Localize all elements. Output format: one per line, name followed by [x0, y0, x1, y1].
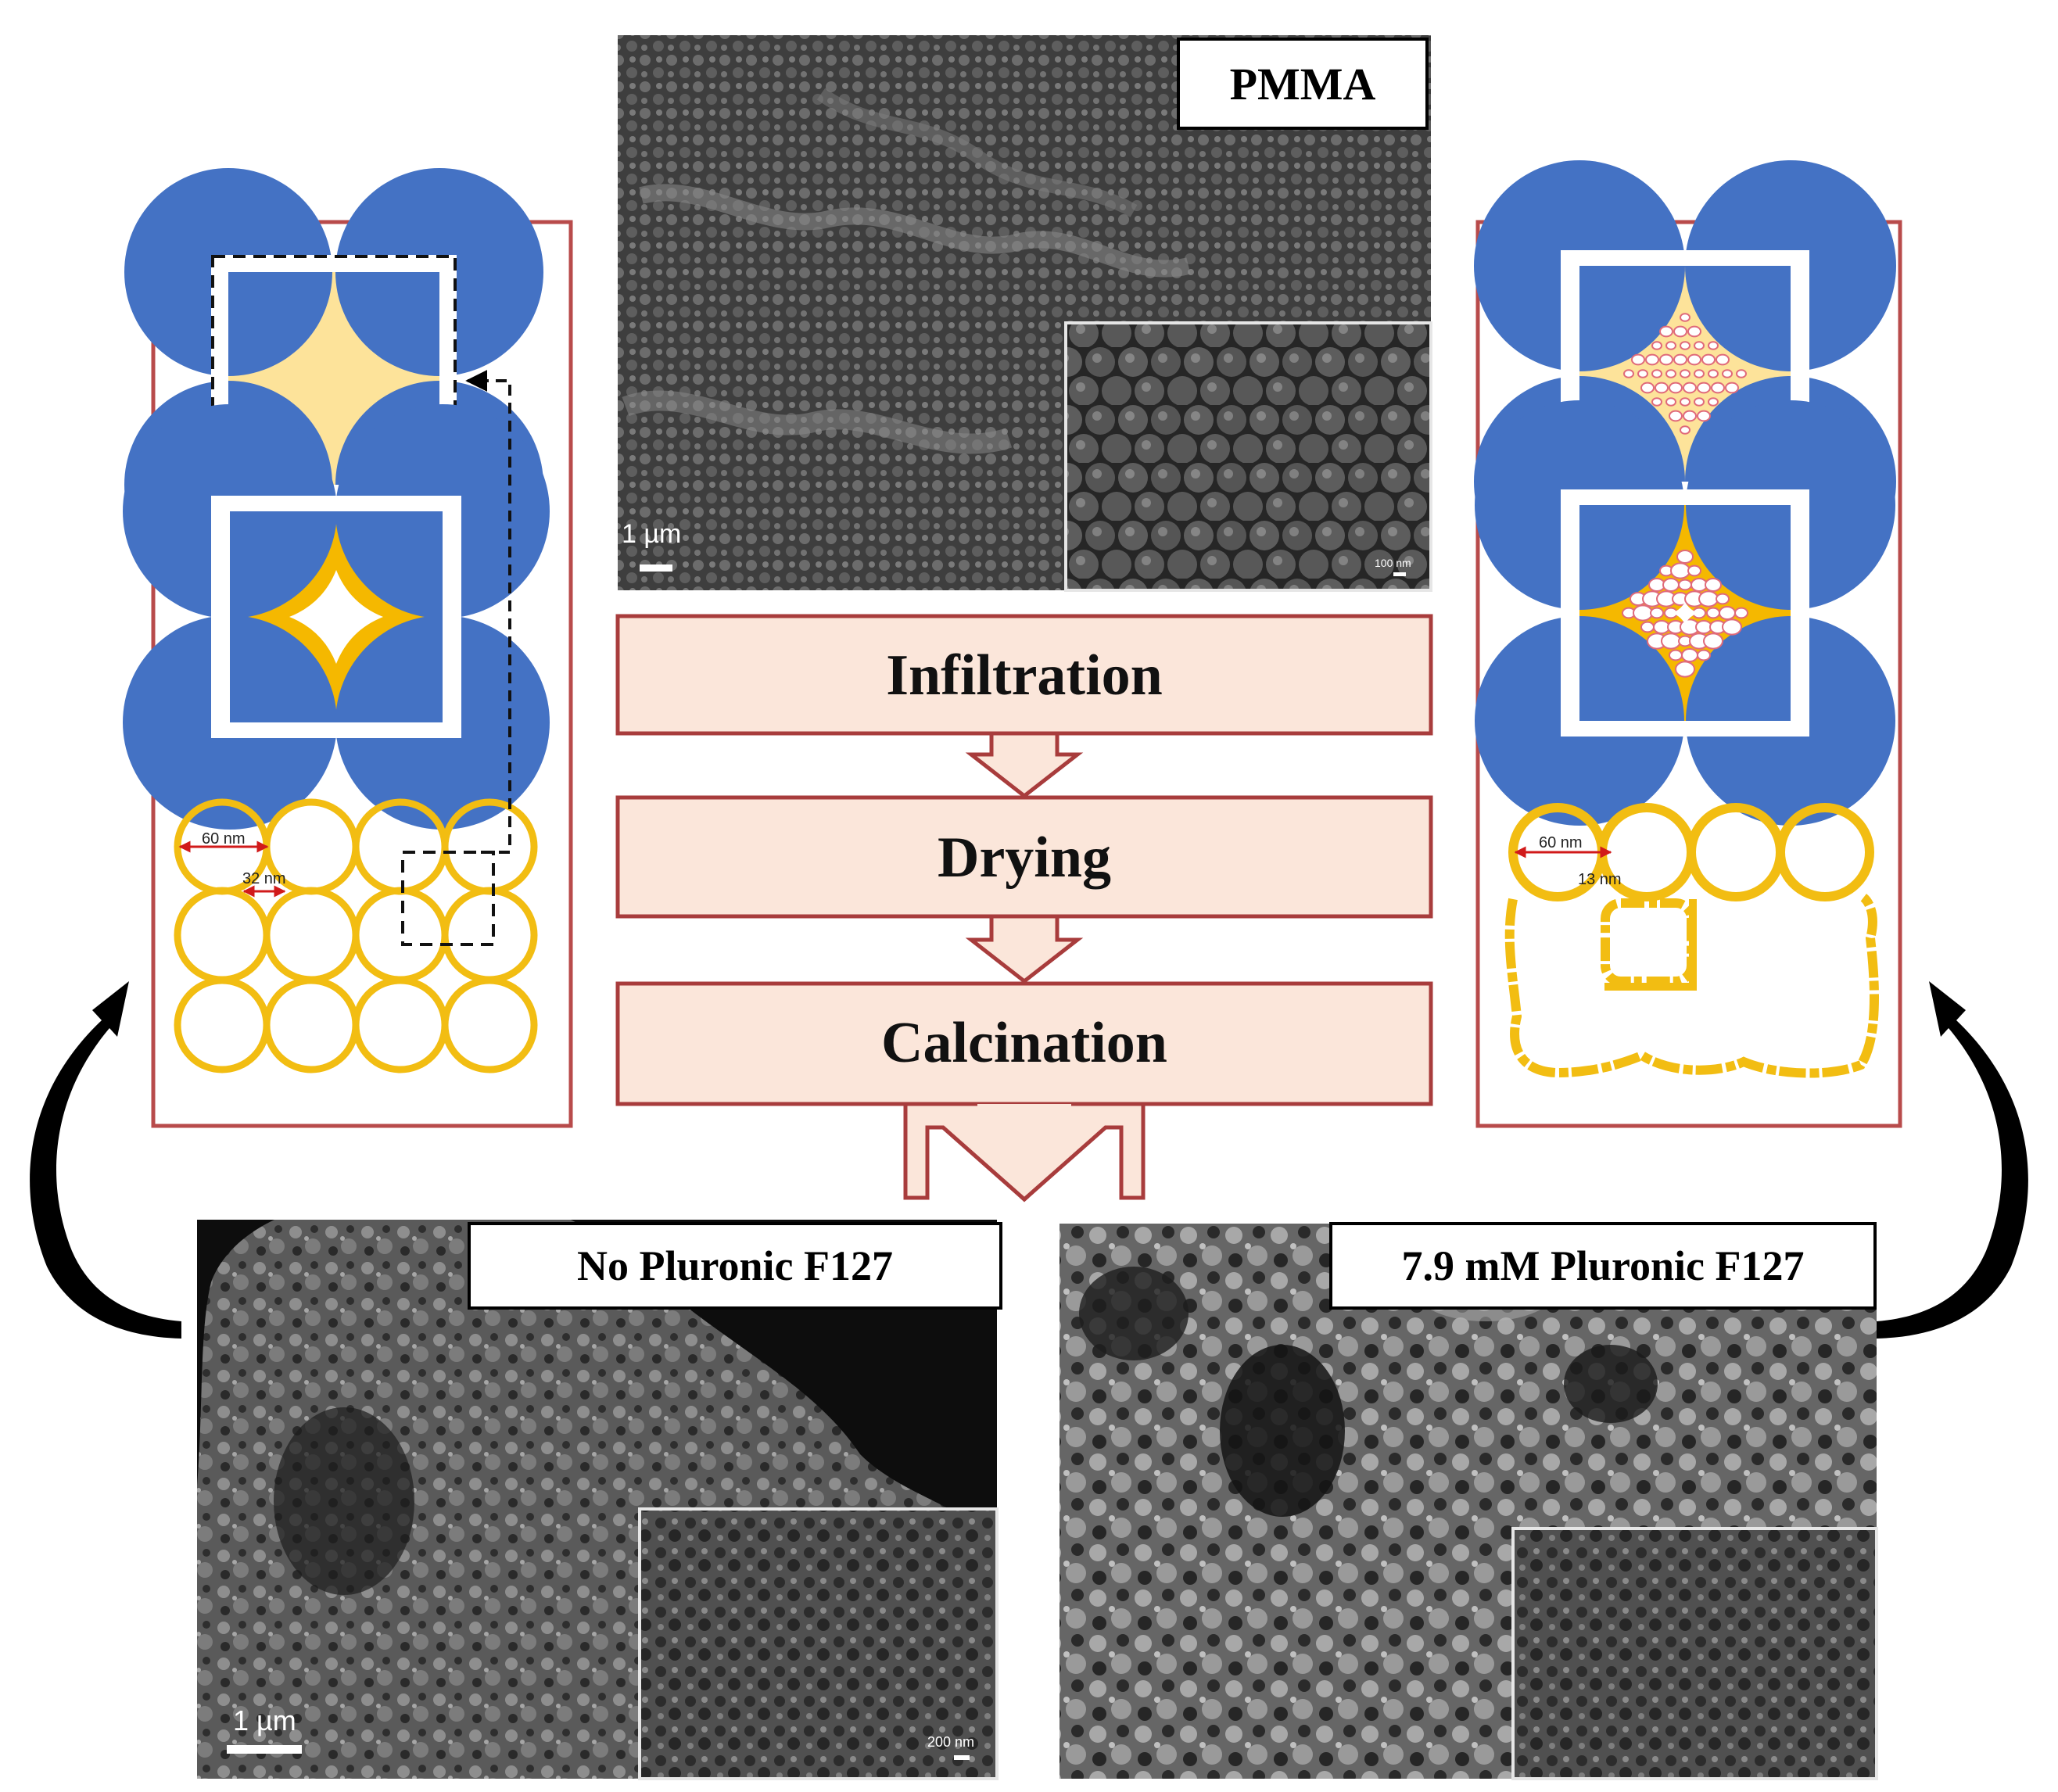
right-merged-pore — [1504, 891, 1879, 1078]
right-gap-label: 13 nm — [1578, 871, 1622, 888]
left-ring-lattice — [174, 798, 538, 1073]
left-diameter-label: 60 nm — [202, 830, 246, 848]
left-zoom-box — [401, 851, 495, 946]
right-diameter-label: 60 nm — [1539, 834, 1583, 851]
no-f127-sem-image — [197, 1220, 999, 1780]
pmma-inset-scale-bar — [1393, 572, 1406, 576]
f127-sem-image — [1059, 1224, 1878, 1780]
no-f127-inset-scale-bar — [954, 1755, 970, 1760]
down-arrow-1 — [965, 731, 1084, 799]
step-calcination-label: Calcination — [881, 1011, 1167, 1075]
step-infiltration-label: Infiltration — [886, 643, 1163, 708]
no-f127-scale-label: 1 µm — [233, 1704, 296, 1736]
step-drying-label: Drying — [938, 826, 1111, 890]
pmma-label-box: PMMA — [1177, 38, 1429, 130]
f127-label-box: 7.9 mM Pluronic F127 — [1329, 1222, 1877, 1310]
no-f127-inset-scale-label: 200 nm — [927, 1734, 975, 1750]
right-cell-dried — [1475, 400, 1895, 826]
pmma-label: PMMA — [1229, 58, 1376, 109]
right-ring — [1776, 803, 1874, 901]
right-pore-wall — [1604, 899, 1697, 991]
left-cell-dried — [123, 404, 550, 830]
left-curved-arrow — [30, 981, 182, 1339]
down-arrow-2 — [965, 914, 1084, 984]
process-flow: Infiltration Drying Calcination — [615, 614, 1433, 1202]
step-calcination-box — [615, 981, 1433, 1106]
left-zoom-connector — [465, 370, 511, 854]
pmma-scale-bar — [640, 564, 672, 572]
right-curved-arrow — [1877, 981, 2028, 1339]
pmma-inset-scale-label: 100 nm — [1375, 557, 1411, 569]
right-small-pore — [1601, 898, 1696, 986]
no-f127-label: No Pluronic F127 — [577, 1242, 893, 1289]
no-f127-label-box: No Pluronic F127 — [468, 1222, 1002, 1310]
left-ring — [441, 977, 538, 1073]
no-f127-scale-bar — [227, 1745, 302, 1754]
left-dashed-selection-box — [211, 255, 457, 499]
f127-label: 7.9 mM Pluronic F127 — [1401, 1242, 1805, 1289]
pmma-scale-label: 1 µm — [622, 519, 682, 549]
pmma-sem-inset — [1064, 321, 1432, 592]
left-gap-label: 32 nm — [242, 870, 286, 887]
